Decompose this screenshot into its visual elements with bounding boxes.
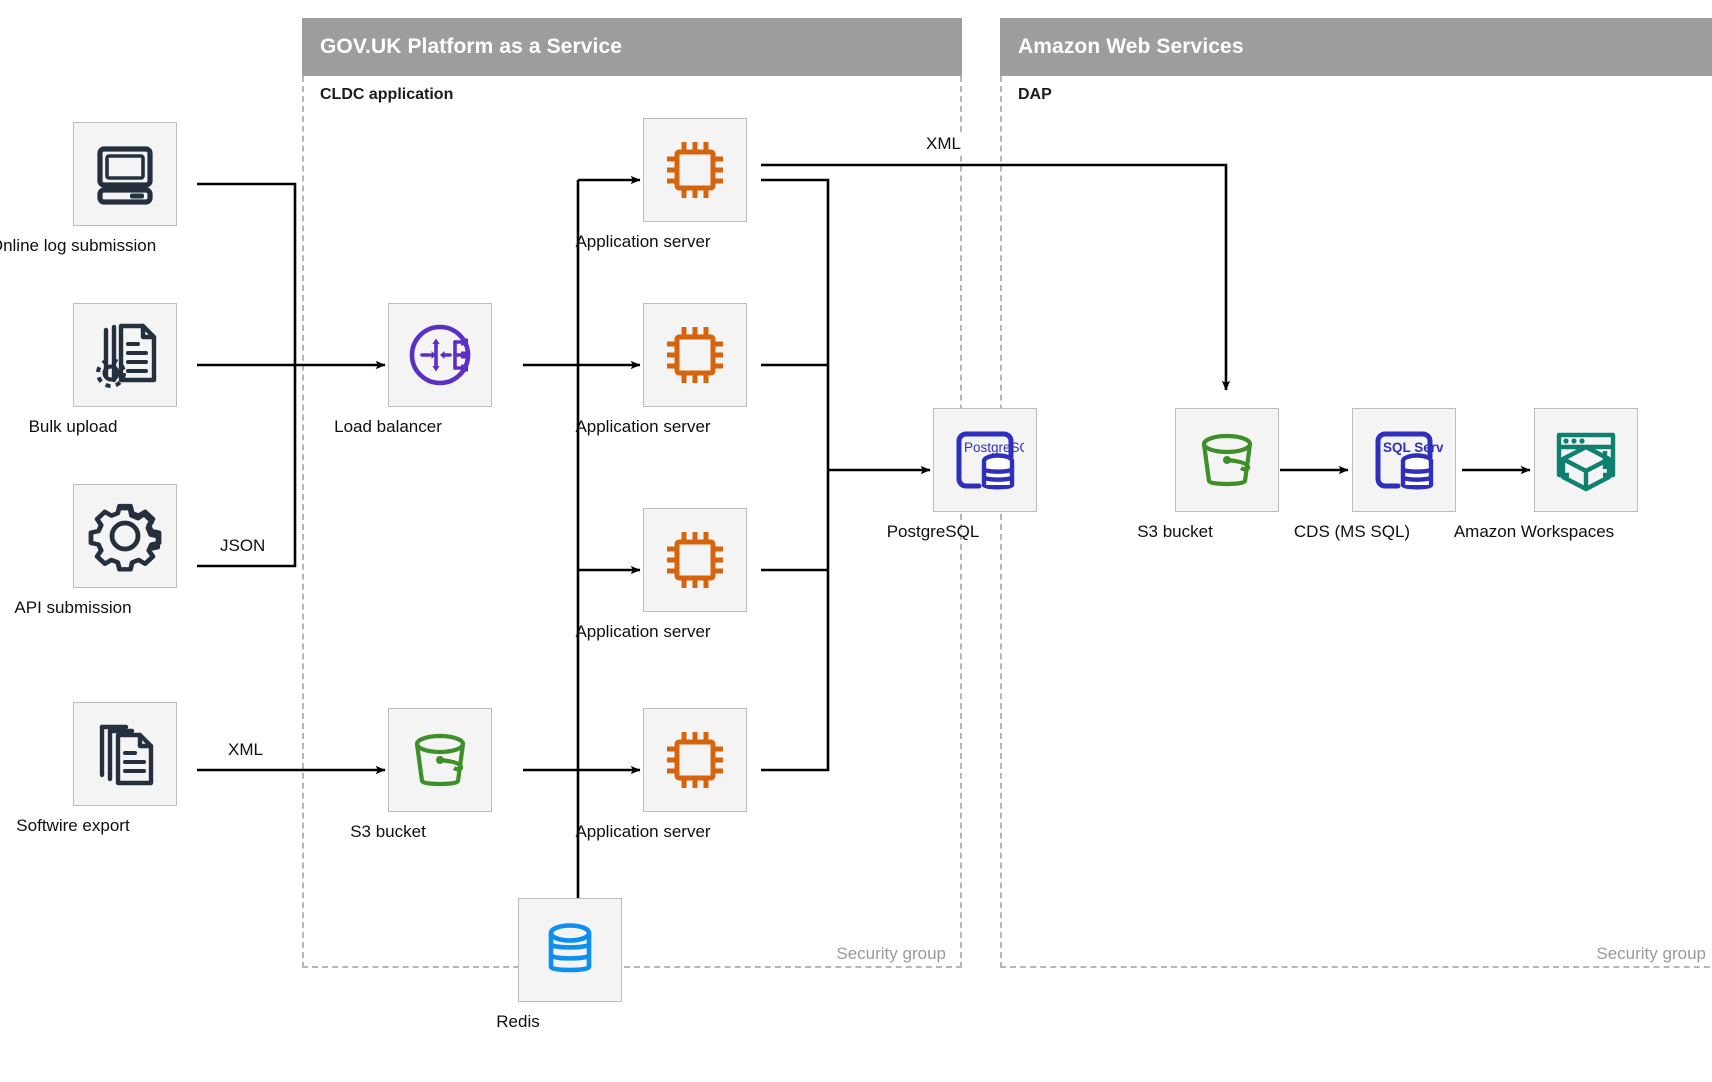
group-header-paas: GOV.UK Platform as a Service bbox=[302, 18, 962, 76]
load-balancer-icon bbox=[388, 303, 492, 407]
security-group-label-aws: Security group bbox=[1596, 944, 1706, 963]
edge-label-json: JSON bbox=[214, 536, 272, 556]
node-label-redis: Redis bbox=[496, 1012, 540, 1031]
bucket-icon bbox=[1175, 408, 1279, 512]
node-label-app-server-2: Application server bbox=[575, 417, 711, 436]
security-group-label-paas: Security group bbox=[836, 944, 946, 963]
cpu-chip-icon bbox=[643, 508, 747, 612]
workspaces-cube-icon bbox=[1534, 408, 1638, 512]
node-label-app-server-1: Application server bbox=[575, 232, 711, 251]
node-label-amazon-workspaces: Amazon Workspaces bbox=[1453, 522, 1615, 541]
node-label-api-submission: API submission bbox=[14, 598, 132, 617]
subgroup-label-cldc: CLDC application bbox=[320, 86, 454, 103]
node-label-load-balancer: Load balancer bbox=[334, 417, 442, 436]
node-label-app-server-3: Application server bbox=[575, 622, 711, 641]
desktop-computer-icon bbox=[73, 122, 177, 226]
node-label-cds-ms-sql: CDS (MS SQL) bbox=[1293, 522, 1411, 541]
postgresql-icon: PostgreSQL bbox=[933, 408, 1037, 512]
node-label-online-log-submission: Online log submission bbox=[0, 236, 157, 255]
cpu-chip-icon bbox=[643, 118, 747, 222]
document-stack-icon bbox=[73, 702, 177, 806]
group-body-paas bbox=[302, 76, 962, 968]
subgroup-label-dap: DAP bbox=[1018, 86, 1052, 103]
node-label-postgresql: PostgreSQL bbox=[886, 522, 980, 541]
node-label-bulk-upload: Bulk upload bbox=[28, 417, 118, 436]
postgresql-badge-text: PostgreSQL bbox=[964, 440, 1024, 455]
document-gear-icon bbox=[73, 303, 177, 407]
node-label-s3-bucket-aws: S3 bucket bbox=[1137, 522, 1213, 541]
node-label-softwire-export: Softwire export bbox=[16, 816, 130, 835]
node-label-app-server-4: Application server bbox=[575, 822, 711, 841]
database-cylinder-icon bbox=[518, 898, 622, 1002]
sql-server-badge-text: SQL Server bbox=[1383, 440, 1443, 455]
group-header-aws: Amazon Web Services bbox=[1000, 18, 1712, 76]
cpu-chip-icon bbox=[643, 708, 747, 812]
cpu-chip-icon bbox=[643, 303, 747, 407]
group-body-aws bbox=[1000, 76, 1712, 968]
group-header-paas-title: GOV.UK Platform as a Service bbox=[320, 35, 622, 58]
edge-label-xml-softwire: XML bbox=[222, 740, 269, 760]
group-header-aws-title: Amazon Web Services bbox=[1018, 35, 1244, 58]
edge-label-xml-dap: XML bbox=[920, 134, 967, 154]
sql-server-icon: SQL Server bbox=[1352, 408, 1456, 512]
node-label-s3-bucket-paas: S3 bucket bbox=[350, 822, 426, 841]
bucket-icon bbox=[388, 708, 492, 812]
gear-icon bbox=[73, 484, 177, 588]
